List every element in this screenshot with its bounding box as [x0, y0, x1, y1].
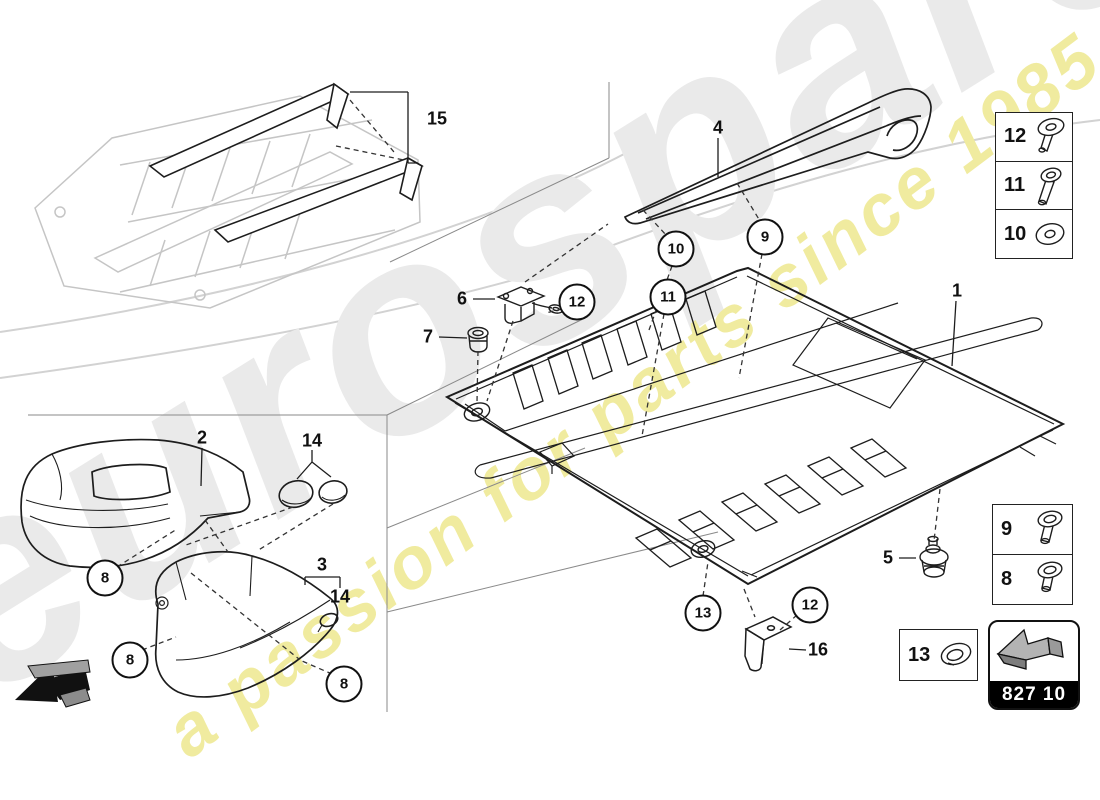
- part-5-plug: [919, 535, 949, 578]
- part-label-7[interactable]: 7: [422, 326, 434, 347]
- part-label-4[interactable]: 4: [712, 117, 724, 138]
- callout-12b[interactable]: 12: [791, 586, 829, 624]
- screw-long-icon: [1038, 167, 1062, 205]
- legend-num-13: 13: [908, 643, 931, 666]
- legend-num-11: 11: [1004, 174, 1026, 196]
- part-2-cover: [20, 438, 251, 569]
- legend-num-10: 10: [1004, 222, 1027, 245]
- back-arrow-icon: [996, 628, 1064, 670]
- callout-8a[interactable]: 8: [86, 559, 124, 597]
- callout-13[interactable]: 13: [684, 594, 722, 632]
- part-label-2[interactable]: 2: [196, 427, 208, 448]
- callout-12a[interactable]: 12: [558, 283, 596, 321]
- callout-8c[interactable]: 8: [325, 665, 363, 703]
- part-6-latch: [496, 286, 564, 324]
- diagram-code-box[interactable]: 827 10: [988, 620, 1080, 710]
- part-label-14a[interactable]: 14: [301, 430, 323, 451]
- direction-arrow-icon: [15, 659, 91, 708]
- legend-item-12[interactable]: 12: [996, 113, 1072, 162]
- legend-column-mid: 9 8: [992, 504, 1073, 605]
- legend-box-13: 13: [899, 629, 978, 681]
- grommet-icon: [940, 642, 972, 666]
- legend-item-8[interactable]: 8: [993, 555, 1072, 604]
- panel-grommet-holes: [463, 402, 716, 559]
- screw-pan-head-short-icon: [1037, 561, 1063, 592]
- legend-column-top: 12 11 10: [995, 112, 1073, 259]
- part-7-grommet-nut: [467, 326, 489, 353]
- dashed-leader-lines: [116, 99, 941, 675]
- upper-vent-louvers: [512, 290, 717, 410]
- part-3-cover: [154, 550, 339, 698]
- part-label-3[interactable]: 3: [316, 554, 328, 575]
- part-label-1[interactable]: 1: [951, 280, 963, 301]
- legend-num-8: 8: [1001, 568, 1013, 590]
- lower-vent-louvers: [634, 438, 908, 568]
- screw-large-head-icon: [1037, 117, 1065, 153]
- leader-lines: [200, 91, 957, 651]
- projection-lines: [28, 82, 719, 712]
- callout-10[interactable]: 10: [657, 230, 695, 268]
- part-label-5[interactable]: 5: [882, 547, 894, 568]
- legend-item-10[interactable]: 10: [996, 210, 1072, 259]
- part-16-bracket: [744, 616, 793, 672]
- callout-9[interactable]: 9: [746, 218, 784, 256]
- legend-item-11[interactable]: 11: [996, 161, 1072, 211]
- legend-num-9: 9: [1001, 518, 1013, 540]
- part-label-16[interactable]: 16: [807, 639, 829, 660]
- legend-num-12: 12: [1004, 125, 1027, 148]
- callout-8b[interactable]: 8: [111, 641, 149, 679]
- part-14-caps: [278, 479, 348, 633]
- legend-item-13[interactable]: 13: [900, 630, 977, 680]
- ghost-engine-cover: [34, 95, 421, 309]
- part-15-trim-strips: [148, 82, 424, 243]
- part-1-engine-cover: [444, 266, 1066, 586]
- part-label-15[interactable]: 15: [426, 108, 448, 129]
- callout-11[interactable]: 11: [649, 278, 687, 316]
- diagram-code: 827 10: [990, 681, 1078, 708]
- part-label-6[interactable]: 6: [456, 288, 468, 309]
- part-4-trim: [623, 88, 932, 225]
- legend-item-9[interactable]: 9: [993, 505, 1072, 555]
- screw-pan-head-icon: [1037, 510, 1063, 544]
- part-label-14b[interactable]: 14: [329, 586, 351, 607]
- washer-icon: [1035, 223, 1065, 246]
